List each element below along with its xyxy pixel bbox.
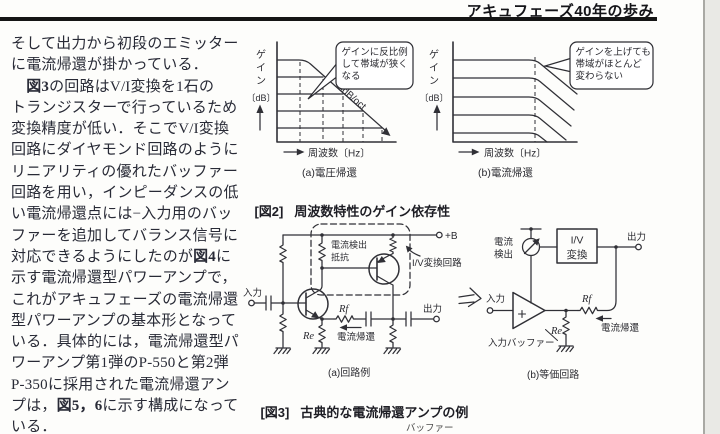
current-detect-label: 電流	[494, 236, 514, 248]
graph-a-lines	[276, 41, 397, 143]
graph-b-axis-labels: ゲ イ ン 〔dB〕 周波数〔Hz〕 (b)電流帰還	[419, 49, 546, 179]
circuit-b-labels: 電流 検出 I/V 変換 出力 入力 Rf Re 電流帰還 入力バッファー (b…	[486, 231, 646, 381]
graph-b-sublabel: (b)電流帰還	[478, 166, 533, 179]
text-line: プは，図5，6に示す構成になって	[11, 398, 239, 415]
sense-resistor-label: 抵抗	[331, 252, 349, 263]
figure4-fragment-label: バッファー	[406, 423, 454, 434]
re-label: Re	[550, 326, 562, 337]
text-line: 図3の回路はV/I変換を1石の	[26, 78, 215, 95]
circuit-a-labels: 入力 +B 電流検出 抵抗 I/V変換回路 Rf Re 電流帰還 出力 (a)回…	[243, 231, 462, 379]
gain-axis-char: イ	[256, 63, 266, 74]
input-label: 入力	[486, 293, 505, 305]
iv-box-label: 変換	[567, 248, 588, 261]
figure2-caption-title: 周波数特性のゲイン依存性	[294, 204, 451, 219]
current-detect-label: 検出	[494, 249, 513, 261]
figure3-caption-tag: [図3]	[260, 405, 290, 420]
figure3-caption-title: 古典的な電流帰還アンプの例	[300, 405, 469, 420]
output-label: 出力	[627, 231, 646, 243]
text-line: 対応できるようにしたのが図4に	[11, 248, 232, 265]
feedback-label: 電流帰還	[601, 322, 640, 334]
graph-b-lines	[452, 41, 578, 143]
text-line: そして出力から初段のエミッター	[11, 36, 239, 52]
gain-axis-char: ン	[256, 76, 266, 87]
text-line: P-350に採用された電流帰還アン	[11, 376, 230, 393]
gain-axis-arrow	[433, 104, 441, 113]
text-line: 型パワーアンプの基本形となって	[11, 312, 237, 329]
text-line: トランジスターで行っているため	[11, 99, 238, 116]
callout-b-line: 変わらない	[576, 70, 624, 82]
text-line: 回路にダイヤモンド回路のように	[11, 142, 239, 159]
article-text: そして出力から初段のエミッターに電流帰還が掛かっている． 図3の回路はV/I変換…	[11, 34, 249, 434]
page-edge-strip	[703, 0, 720, 434]
iv-box-label: I/V	[571, 235, 584, 247]
callout-a-line: して帯域が狭く	[342, 58, 408, 70]
figure3-circuits: 入力 +B 電流検出 抵抗 I/V変換回路 Rf Re 電流帰還 出力 (a)回…	[243, 223, 646, 381]
text-line: ワーアンプ第1弾のP-550と第2弾	[11, 355, 229, 372]
figure2-graphs: ゲ イ ン 〔dB〕 周波数〔Hz〕 6dB/oct (a)電圧帰還 ゲインに反…	[246, 41, 654, 179]
header-divider	[0, 17, 657, 21]
text-line: 変換精度が低い．そこでV/I変換	[11, 121, 230, 138]
output-label: 出力	[423, 303, 442, 315]
text-line: いる．	[11, 419, 57, 434]
gain-axis-arrow	[256, 104, 264, 113]
circuit-a-wiring	[248, 223, 443, 355]
callout-a-line: なる	[342, 71, 361, 82]
re-label: Re	[302, 331, 314, 342]
rf-label: Rf	[338, 304, 350, 315]
gain-axis-char: ン	[429, 76, 439, 87]
graph-a-callout: ゲインに反比例 して帯域が狭く なる	[307, 41, 414, 100]
figure2-caption-tag: [図2]	[254, 204, 284, 219]
supply-label: +B	[445, 231, 458, 242]
equivalence-arrow	[458, 287, 482, 308]
text-line: いる．具体的には，電流帰還型パ	[11, 334, 240, 351]
gain-axis-unit: 〔dB〕	[419, 93, 448, 103]
callout-b-line: 帯域がほとんど	[576, 58, 643, 70]
figure2-caption: [図2] 周波数特性のゲイン依存性	[240, 186, 450, 235]
freq-axis-label: 周波数〔Hz〕	[484, 147, 546, 160]
gain-axis-char: ゲ	[256, 49, 266, 61]
text-line: ファーを追加してバランス信号に	[11, 227, 239, 244]
callout-b-line: ゲインを上げても	[576, 46, 651, 58]
gain-axis-char: イ	[429, 63, 439, 74]
text-line: 示す電流帰還型パワーアンプで，	[11, 270, 237, 287]
freq-axis-label: 周波数〔Hz〕	[308, 147, 370, 160]
text-line: 回路を用い，インピーダンスの低	[11, 185, 239, 202]
feedback-label: 電流帰還	[337, 331, 376, 343]
callout-a-line: ゲインに反比例	[342, 46, 408, 58]
sense-resistor-label: 電流検出	[331, 239, 367, 250]
text-line: これがアキュフェーズの電流帰還	[11, 291, 239, 308]
gain-axis-char: ゲ	[429, 49, 439, 61]
circuit-b-wiring	[486, 227, 642, 353]
gain-axis-unit: 〔dB〕	[246, 93, 275, 103]
input-label: 入力	[243, 287, 262, 299]
freq-axis-arrow	[471, 148, 480, 156]
rf-label: Rf	[581, 294, 593, 305]
iv-circuit-label: I/V変換回路	[412, 257, 462, 269]
graph-b-callout: ゲインを上げても 帯域がほとんど 変わらない	[542, 41, 654, 90]
circuit-b-sublabel: (b)等価回路	[527, 368, 579, 381]
text-line: い電流帰還点には−入力用のバッ	[11, 206, 233, 223]
figure3-caption: [図3] 古典的な電流帰還アンプの例	[246, 387, 468, 434]
graph-a-sublabel: (a)電圧帰還	[302, 166, 357, 179]
slope-arrowhead	[382, 127, 391, 136]
input-buffer-label: 入力バッファー	[488, 337, 555, 349]
text-line: に電流帰還が掛かっている．	[11, 57, 208, 74]
page-header-title: アキュフェーズ40年の歩み	[466, 3, 654, 20]
freq-axis-arrow	[296, 148, 305, 156]
text-line: リニアリティの優れたバッファー	[11, 163, 239, 180]
circuit-a-sublabel: (a)回路例	[328, 366, 370, 379]
